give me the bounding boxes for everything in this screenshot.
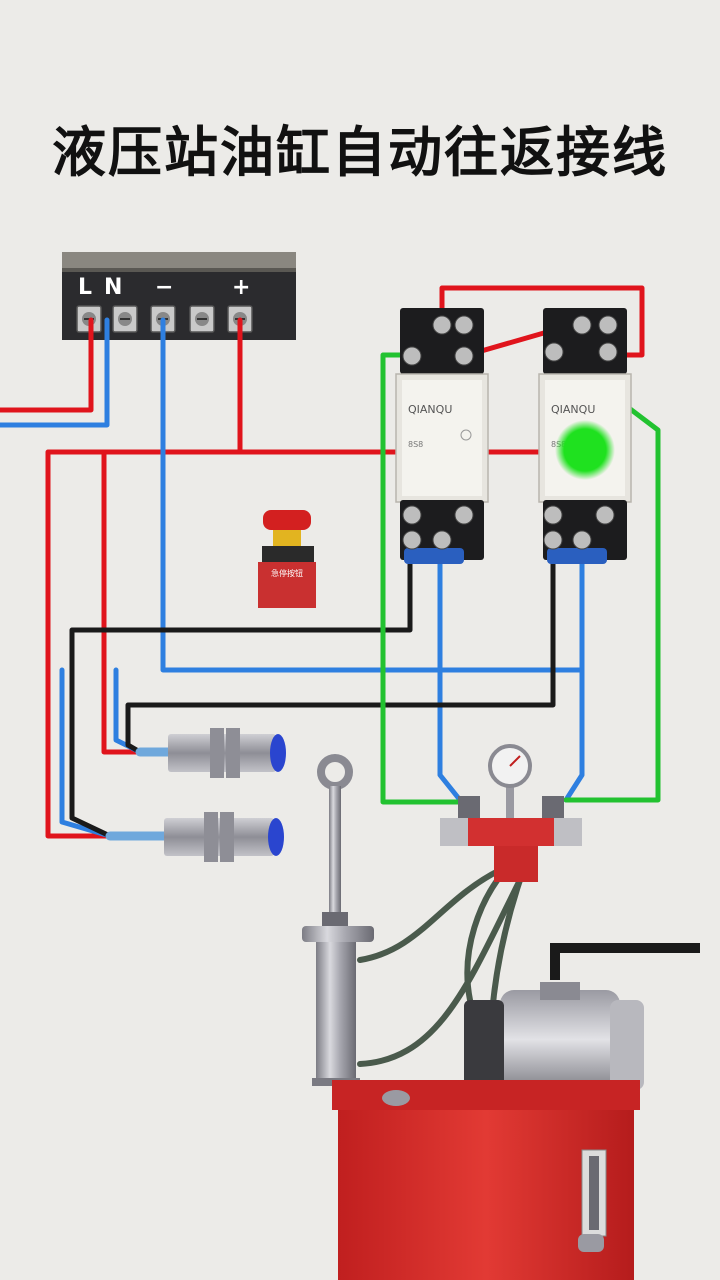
wire-valve-coil-left bbox=[437, 557, 463, 803]
motor-pump bbox=[464, 943, 700, 1100]
terminal-label-plus: + bbox=[232, 275, 250, 300]
wire-green-left bbox=[380, 352, 463, 805]
relay-2-active-indicator bbox=[555, 420, 615, 480]
wire-positive-bus bbox=[45, 317, 243, 839]
emergency-stop-button[interactable]: 急停按钮 bbox=[258, 510, 316, 608]
relay-2: QIANQU 8S8 bbox=[538, 308, 632, 564]
solenoid-valve bbox=[440, 796, 582, 882]
relay-1-brand: QIANQU bbox=[408, 403, 452, 416]
relay-1: QIANQU 8S8 bbox=[395, 308, 489, 564]
wire-positive-sensor-1 bbox=[101, 449, 143, 755]
relay-1-model: 8S8 bbox=[408, 440, 423, 449]
wire-negative-sensor-2 bbox=[59, 667, 113, 839]
terminal-label-minus: − bbox=[155, 275, 173, 300]
proximity-sensor-1 bbox=[168, 728, 286, 778]
wire-mains-n bbox=[0, 317, 110, 428]
wire-negative-bus bbox=[160, 317, 585, 673]
oil-tank bbox=[332, 1080, 640, 1280]
wire-relay-top-link bbox=[439, 285, 645, 358]
page-title: 液压站油缸自动往返接线 bbox=[52, 121, 668, 184]
emergency-stop-label: 急停按钮 bbox=[271, 568, 303, 578]
wire-mains-l bbox=[0, 317, 94, 413]
relay-2-brand: QIANQU bbox=[551, 403, 595, 416]
power-supply: L N − + bbox=[62, 252, 296, 340]
terminal-label-n: N bbox=[104, 275, 122, 300]
proximity-sensor-2 bbox=[164, 812, 284, 862]
wire-signal-sensor-1 bbox=[69, 542, 413, 839]
hydraulic-cylinder bbox=[302, 754, 374, 1086]
terminal-label-l: L bbox=[78, 275, 92, 300]
pressure-gauge bbox=[488, 744, 532, 818]
wire-valve-coil-right bbox=[563, 667, 585, 803]
wire-signal-sensor-2 bbox=[125, 542, 556, 755]
